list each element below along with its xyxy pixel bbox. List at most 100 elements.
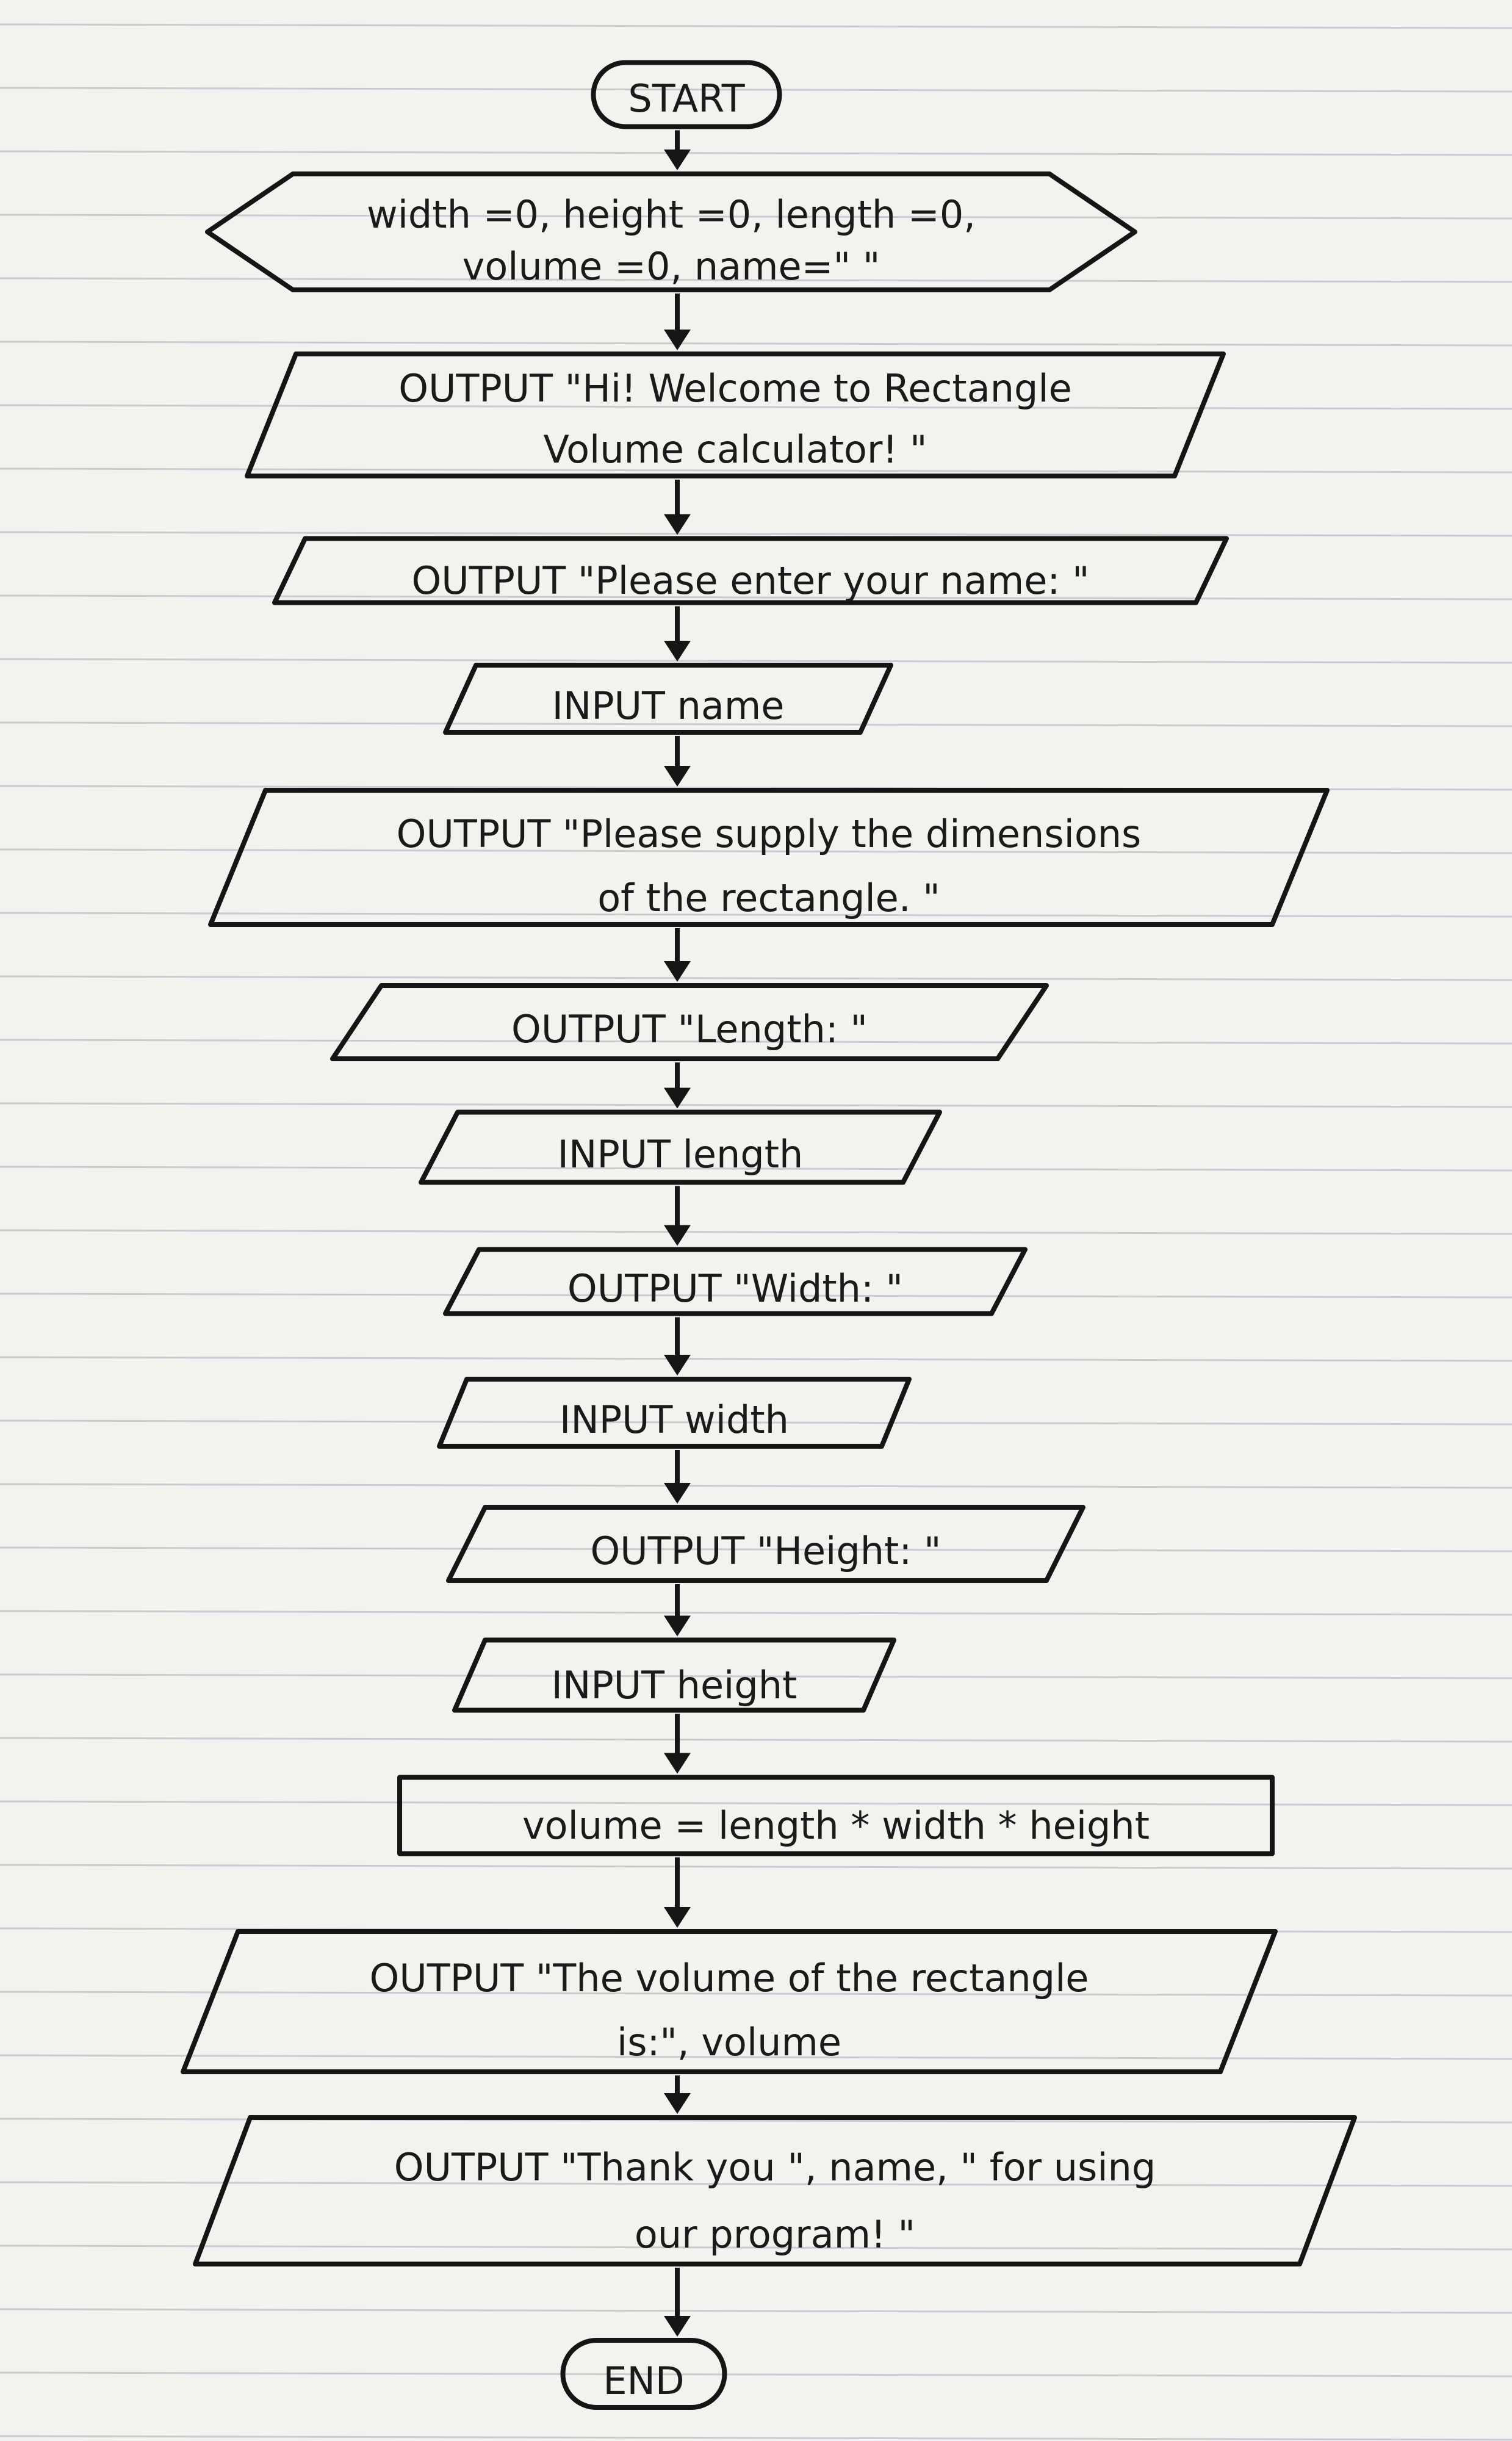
node-label-line: INPUT name: [552, 683, 785, 728]
flow-nodes: START width =0, height =0, length =0, volu…: [181, 60, 1357, 2410]
paper-rule-line: [0, 87, 1512, 93]
paper-rule-line: [0, 23, 1512, 29]
paper-rule-line: [0, 2371, 1512, 2378]
parallelogram-shape: [419, 1109, 942, 1185]
parallelogram-shape: [330, 983, 1049, 1061]
paper-rule-line: [0, 1419, 1512, 1426]
flow-arrows: [664, 130, 691, 2337]
parallelogram-shape: [272, 536, 1229, 605]
flow-arrow: [664, 130, 691, 170]
flow-arrow: [664, 2075, 691, 2114]
flow-arrow: [664, 2268, 691, 2337]
node-label-line: INPUT width: [560, 1397, 789, 1442]
flow-arrow: [664, 480, 691, 535]
flow-arrow: [664, 606, 691, 662]
flow-node-ask-width: OUTPUT "Width: ": [443, 1247, 1028, 1316]
flow-arrow: [664, 1317, 691, 1376]
flow-arrow: [664, 736, 691, 787]
node-label-line: of the rectangle. ": [597, 876, 940, 920]
paper-rule-line: [0, 1546, 1512, 1552]
paper-rule-line: [0, 531, 1512, 537]
flow-arrow: [664, 1857, 691, 1928]
paper-rule-line: [0, 658, 1512, 664]
paper-rule-line: [0, 277, 1512, 283]
flow-node-ask-height: OUTPUT "Height: ": [446, 1505, 1085, 1583]
node-label-line: OUTPUT "Hi! Welcome to Rectangle: [398, 366, 1071, 411]
node-label-line: our program! ": [635, 2212, 915, 2257]
paper-rule-line: [0, 721, 1512, 727]
node-label-line: is:", volume: [617, 2020, 841, 2064]
flow-arrow: [664, 1714, 691, 1774]
flow-node-ask-name: OUTPUT "Please enter your name: ": [272, 536, 1229, 605]
paper-rule-line: [0, 1864, 1512, 1870]
flow-node-input-width: INPUT width: [437, 1377, 912, 1449]
paper-rule-line: [0, 1673, 1512, 1679]
flow-node-input-name: INPUT name: [443, 663, 893, 735]
node-label-line: START: [628, 76, 745, 121]
flow-arrow: [664, 1584, 691, 1637]
parallelogram-shape: [437, 1377, 912, 1449]
paper-rule-line: [0, 1800, 1512, 1806]
node-label-line: volume = length * width * height: [522, 1803, 1150, 1848]
node-label-line: OUTPUT "Width: ": [567, 1266, 903, 1311]
terminator-shape: [560, 2338, 727, 2410]
node-label-line: OUTPUT "Length: ": [511, 1007, 868, 1051]
flow-arrow: [664, 1186, 691, 1246]
parallelogram-shape: [446, 1505, 1085, 1583]
paper-rule-line: [0, 594, 1512, 600]
node-label-line: INPUT length: [558, 1132, 804, 1177]
node-label-line: INPUT height: [552, 1663, 797, 1707]
flow-arrow: [664, 294, 691, 350]
paper-rule-line: [0, 1737, 1512, 1743]
paper-rule-line: [0, 1166, 1512, 1172]
node-label-line: OUTPUT "Thank you ", name, " for using: [394, 2145, 1156, 2190]
process-shape: [397, 1775, 1275, 1856]
paper-rule-line: [0, 214, 1512, 220]
paper-rule-line: [0, 2435, 1512, 2441]
node-label-line: width =0, height =0, length =0,: [367, 192, 976, 237]
parallelogram-shape: [181, 1929, 1278, 2074]
paper-rule-line: [0, 1229, 1512, 1235]
paper-rule-line: [0, 2244, 1512, 2251]
paper-rule-line: [0, 404, 1512, 410]
flow-node-ask-dimensions: OUTPUT "Please supply the dimensions of t…: [208, 788, 1330, 927]
parallelogram-shape: [452, 1637, 896, 1713]
node-label-line: OUTPUT "The volume of the rectangle: [370, 1956, 1089, 2000]
paper-rule-line: [0, 912, 1512, 918]
paper-rule-line: [0, 975, 1512, 981]
node-label-line: volume =0, name=" ": [463, 244, 880, 289]
hexagon-shape: [205, 171, 1137, 292]
paper-rule-line: [0, 2181, 1512, 2187]
flow-node-ask-length: OUTPUT "Length: ": [330, 983, 1049, 1061]
parallelogram-shape: [443, 1247, 1028, 1316]
flow-node-input-length: INPUT length: [419, 1109, 942, 1185]
node-label-line: Volume calculator! ": [543, 427, 927, 472]
flow-arrow: [664, 1450, 691, 1504]
flow-arrow: [664, 1062, 691, 1109]
flow-node-input-height: INPUT height: [452, 1637, 896, 1713]
terminator-shape: [591, 60, 782, 129]
flow-node-end: END: [560, 2338, 727, 2410]
node-label-line: OUTPUT "Please enter your name: ": [412, 558, 1090, 603]
node-label-line: OUTPUT "Height: ": [591, 1529, 941, 1573]
flow-node-start: START: [591, 60, 782, 129]
parallelogram-shape: [193, 2115, 1357, 2266]
flow-node-thank-you: OUTPUT "Thank you ", name, " for using ou…: [193, 2115, 1357, 2266]
node-label-line: END: [603, 2359, 684, 2403]
paper-rule-line: [0, 1356, 1512, 1362]
flow-node-init: width =0, height =0, length =0, volume =0…: [205, 171, 1137, 292]
node-label-line: OUTPUT "Please supply the dimensions: [397, 812, 1142, 856]
paper-rule-line: [0, 1293, 1512, 1299]
paper-rule-line: [0, 1991, 1512, 1997]
paper-rule-line: [0, 1039, 1512, 1045]
flow-node-compute-volume: volume = length * width * height: [397, 1775, 1275, 1856]
paper-rule-line: [0, 2054, 1512, 2060]
parallelogram-shape: [245, 352, 1226, 478]
flow-node-show-volume: OUTPUT "The volume of the rectangle is:",…: [181, 1929, 1278, 2074]
parallelogram-shape: [443, 663, 893, 735]
paper-rule-line: [0, 1102, 1512, 1108]
paper-rule-line: [0, 848, 1512, 854]
flow-arrow: [664, 928, 691, 982]
paper-rule-line: [0, 2308, 1512, 2314]
